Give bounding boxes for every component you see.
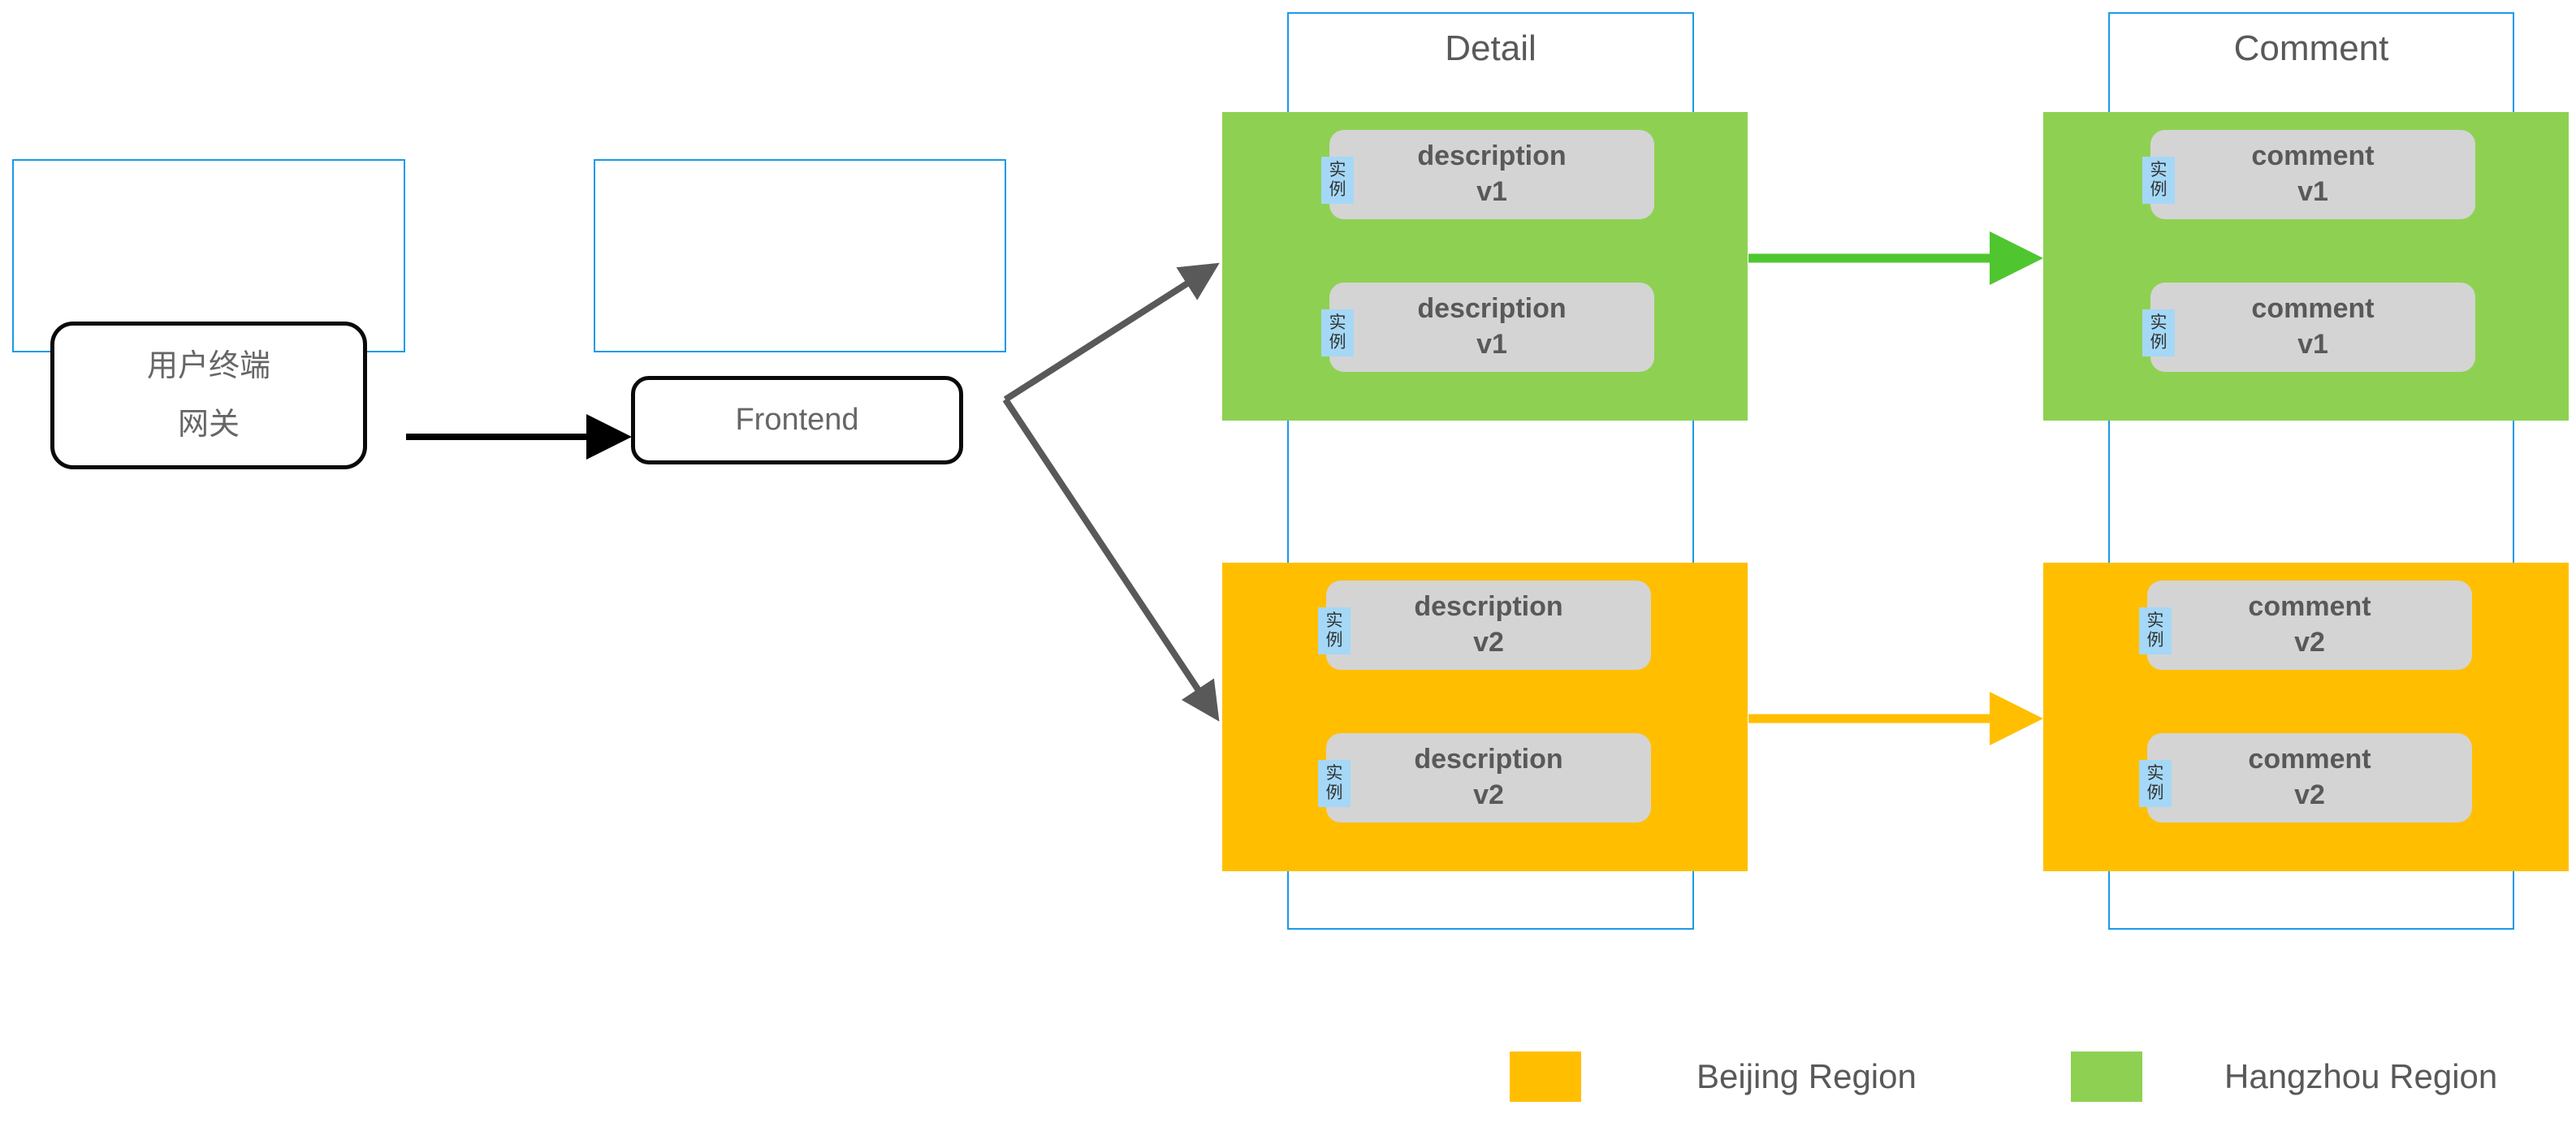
badge-char-2: 例 bbox=[2146, 630, 2164, 650]
legend-swatch-hangzhou bbox=[2071, 1051, 2142, 1102]
badge-char-2: 例 bbox=[1329, 332, 1346, 352]
legend-label-beijing: Beijing Region bbox=[1696, 1057, 1917, 1095]
card-comment-v1-b[interactable]: comment v1 bbox=[2150, 283, 2475, 372]
card-detail-v1-b[interactable]: description v1 bbox=[1329, 283, 1654, 372]
badge-char-1: 实 bbox=[1329, 313, 1346, 333]
legend-swatch-beijing bbox=[1510, 1051, 1581, 1102]
badge-char-1: 实 bbox=[1325, 611, 1343, 631]
container-detail bbox=[1287, 12, 1694, 930]
badge-char-1: 实 bbox=[1325, 763, 1343, 784]
instance-badge-detail-v2-b: 实 例 bbox=[1318, 760, 1351, 807]
card-comment-v2-b[interactable]: comment v2 bbox=[2147, 733, 2472, 823]
badge-char-1: 实 bbox=[1329, 160, 1346, 180]
card-detail-v2-b[interactable]: description v2 bbox=[1326, 733, 1651, 823]
badge-char-2: 例 bbox=[1325, 783, 1343, 802]
arrow-frontend-to-detail-beijing bbox=[1002, 397, 1220, 722]
badge-char-2: 例 bbox=[2150, 179, 2168, 199]
legend-label-hangzhou: Hangzhou Region bbox=[2224, 1057, 2498, 1095]
container-comment bbox=[2108, 12, 2514, 930]
instance-badge-comment-v1-b: 实 例 bbox=[2142, 309, 2175, 356]
card-comment-v1-a[interactable]: comment v1 bbox=[2150, 130, 2475, 219]
arrow-frontend-to-detail-hangzhou bbox=[1003, 262, 1220, 403]
badge-char-2: 例 bbox=[1325, 630, 1343, 650]
node-frontend[interactable]: Frontend bbox=[631, 376, 963, 464]
detail-column-title: Detail bbox=[1445, 28, 1537, 68]
badge-char-2: 例 bbox=[2146, 783, 2164, 802]
instance-badge-detail-v2-a: 实 例 bbox=[1318, 607, 1351, 654]
card-comment-v2-a[interactable]: comment v2 bbox=[2147, 581, 2472, 670]
badge-char-1: 实 bbox=[2150, 160, 2168, 180]
node-client[interactable]: 用户终端 网关 bbox=[50, 322, 367, 469]
instance-badge-detail-v1-a: 实 例 bbox=[1321, 157, 1354, 204]
card-detail-v1-a[interactable]: description v1 bbox=[1329, 130, 1654, 219]
instance-badge-comment-v2-b: 实 例 bbox=[2139, 760, 2172, 807]
instance-badge-comment-v2-a: 实 例 bbox=[2139, 607, 2172, 654]
instance-badge-detail-v1-b: 实 例 bbox=[1321, 309, 1354, 356]
badge-char-1: 实 bbox=[2146, 763, 2164, 784]
badge-char-1: 实 bbox=[2146, 611, 2164, 631]
badge-char-2: 例 bbox=[2150, 332, 2168, 352]
badge-char-2: 例 bbox=[1329, 179, 1346, 199]
card-detail-v2-a[interactable]: description v2 bbox=[1326, 581, 1651, 670]
container-frontend bbox=[594, 159, 1006, 352]
comment-column-title: Comment bbox=[2233, 28, 2389, 68]
badge-char-1: 实 bbox=[2150, 313, 2168, 333]
instance-badge-comment-v1-a: 实 例 bbox=[2142, 157, 2175, 204]
